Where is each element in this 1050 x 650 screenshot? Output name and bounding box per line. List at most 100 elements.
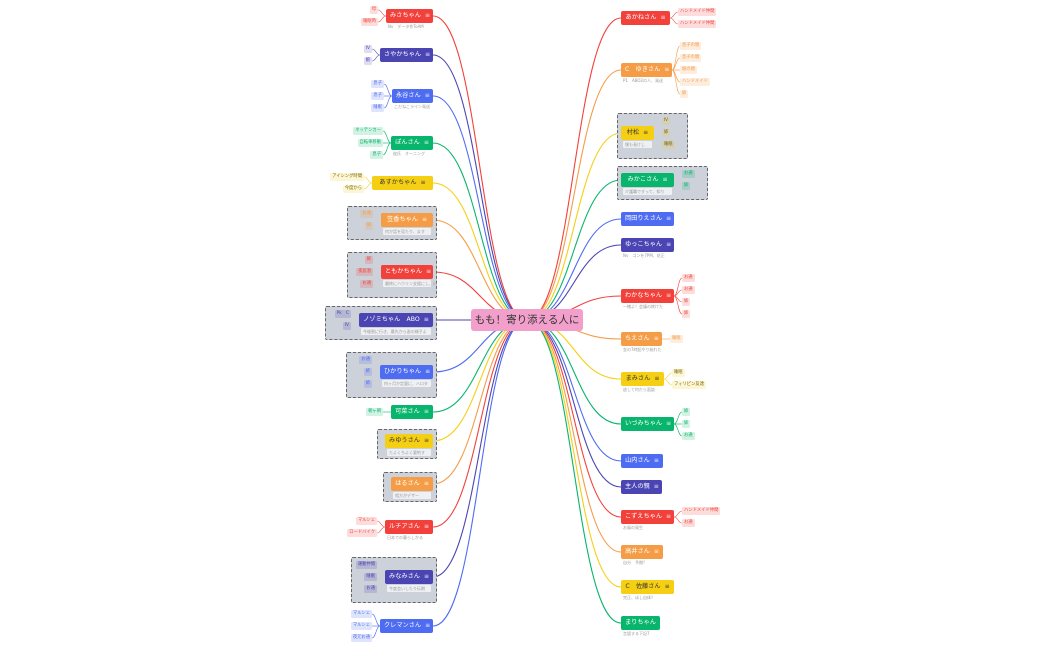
topic-right-9[interactable]: いづみちゃん≡ — [621, 417, 674, 431]
tag-link-right-0-1 — [669, 17, 679, 25]
topic-right-1[interactable]: C ゆきさん≡ — [621, 63, 672, 77]
tag-right-2-0[interactable]: Ⅳ — [662, 117, 670, 125]
tag-right-1-0[interactable]: 息子の親 — [680, 42, 702, 50]
topic-left-2[interactable]: 永谷さん≡ — [392, 89, 433, 103]
tag-left-7-0[interactable]: Pk C — [334, 310, 351, 318]
link-left-4 — [432, 182, 528, 321]
tag-left-13-2[interactable]: お通 — [364, 585, 377, 593]
tag-left-2-0[interactable]: 息子 — [371, 80, 384, 88]
topic-right-14[interactable]: C 佐藤さん≡ — [621, 580, 674, 594]
topic-left-7[interactable]: ノゾミちゃん ABO≡ — [359, 313, 433, 327]
topic-right-5[interactable]: ゆっこちゃん≡ — [621, 238, 674, 252]
topic-label: ちえさん — [625, 335, 650, 342]
tag-left-2-1[interactable]: 息子 — [371, 92, 384, 100]
tag-left-6-0[interactable]: 姉 — [364, 256, 373, 264]
topic-left-4[interactable]: あすかちゃん≡ — [372, 176, 433, 190]
tag-right-8-0[interactable]: 睡眠 — [672, 369, 685, 377]
tag-left-14-0[interactable]: マルシェ — [350, 610, 372, 618]
tag-left-7-1[interactable]: Ⅳ — [343, 322, 351, 330]
tag-left-0-0[interactable]: 母 — [369, 6, 378, 14]
topic-left-0[interactable]: みさちゃん≡ — [386, 9, 433, 23]
tag-left-13-1[interactable]: 睡眠 — [364, 573, 377, 581]
tag-right-9-2[interactable]: お通 — [682, 432, 695, 440]
topic-left-1[interactable]: さやかちゃん≡ — [380, 48, 433, 62]
tag-right-12-1[interactable]: お通 — [682, 519, 695, 527]
topic-left-11[interactable]: はるさん≡ — [391, 477, 433, 491]
tag-right-6-0[interactable]: お通 — [682, 274, 695, 282]
tag-left-12-0[interactable]: マルシェ — [355, 517, 377, 525]
tag-left-12-1[interactable]: ロードバイク — [347, 529, 377, 537]
topic-right-15[interactable]: まりちゃん≡ — [621, 616, 665, 630]
topic-right-10[interactable]: 山内さん≡ — [621, 454, 663, 468]
topic-right-8[interactable]: まみさん≡ — [621, 372, 664, 386]
link-left-9 — [432, 319, 528, 413]
tag-right-7-0[interactable]: 睡眠 — [670, 335, 683, 343]
tag-left-8-2[interactable]: 姉 — [363, 380, 372, 388]
topic-label: いづみちゃん — [625, 420, 663, 427]
tag-right-0-1[interactable]: ハンドメイド仲間 — [678, 20, 717, 28]
tag-left-8-1[interactable]: 姉 — [363, 368, 372, 376]
tag-left-2-2[interactable]: 睡眠 — [371, 104, 384, 112]
tag-left-5-0[interactable]: お通 — [360, 210, 373, 218]
topic-right-2[interactable]: 村松≡ — [621, 126, 654, 140]
tag-left-9-0[interactable]: 朝ヶ朝 — [366, 408, 383, 416]
note-icon: ≡ — [666, 292, 672, 299]
tag-left-6-1[interactable]: 夜居酒 — [356, 268, 373, 276]
topic-right-4[interactable]: 岡田りえさん≡ — [621, 212, 674, 226]
link-right-9 — [526, 319, 622, 425]
tag-right-1-4[interactable]: 姉 — [680, 90, 689, 98]
topic-right-0[interactable]: あかねさん≡ — [621, 11, 670, 25]
note-icon: ≡ — [423, 480, 429, 487]
tag-right-2-1[interactable]: 姉 — [662, 129, 671, 137]
tag-right-0-0[interactable]: ハンドメイド仲間 — [678, 8, 717, 16]
tag-left-5-1[interactable]: 姉 — [364, 222, 373, 230]
topic-right-13[interactable]: 高井さん≡ — [621, 545, 663, 559]
tag-right-9-0[interactable]: 姉 — [682, 408, 691, 416]
topic-left-9[interactable]: 可菜さん≡ — [391, 405, 433, 419]
topic-note-right-14: 完正、ほし自体？ — [623, 595, 655, 600]
tag-right-6-3[interactable]: 姉 — [682, 310, 691, 318]
tag-left-4-0[interactable]: アイシング時間 — [330, 173, 364, 181]
tag-left-14-1[interactable]: マルシェ — [350, 622, 372, 630]
tag-left-14-2[interactable]: 夜元お通 — [350, 634, 372, 642]
tag-left-4-1[interactable]: 今度から — [342, 185, 364, 193]
tag-right-1-1[interactable]: 息子の親 — [680, 54, 702, 62]
tag-right-1-2[interactable]: 娘の親 — [680, 66, 697, 74]
tag-right-9-1[interactable]: 姉 — [682, 420, 691, 428]
central-topic[interactable]: もも！寄り添える人に — [471, 309, 583, 331]
topic-left-10[interactable]: みゆうさん≡ — [385, 434, 433, 448]
tag-link-right-6-3 — [673, 295, 683, 315]
tag-left-13-0[interactable]: 運動仲間 — [355, 561, 377, 569]
note-icon: ≡ — [423, 523, 429, 530]
tag-right-2-2[interactable]: 睡眠 — [662, 141, 675, 149]
tag-left-6-2[interactable]: お通 — [360, 280, 373, 288]
topic-left-5[interactable]: 笠香ちゃん≡ — [381, 213, 433, 227]
tag-right-3-1[interactable]: 姉 — [682, 182, 691, 190]
topic-right-11[interactable]: 主人の親≡ — [621, 480, 662, 494]
topic-right-3[interactable]: みかこさん≡ — [621, 173, 674, 187]
topic-left-13[interactable]: みなみさん≡ — [385, 570, 433, 584]
tag-right-6-1[interactable]: お通 — [682, 286, 695, 294]
tag-left-1-0[interactable]: Ⅳ — [364, 45, 372, 53]
tag-left-8-0[interactable]: お通 — [359, 356, 372, 364]
topic-left-14[interactable]: クレマンさん≡ — [380, 619, 433, 633]
tag-left-3-0[interactable]: ネッテンカー — [353, 127, 383, 135]
topic-left-8[interactable]: ひかりちゃん≡ — [380, 365, 433, 379]
tag-left-3-2[interactable]: 息子 — [370, 151, 383, 159]
topic-left-6[interactable]: ともかちゃん≡ — [381, 265, 433, 279]
topic-left-3[interactable]: ぽんさん≡ — [391, 136, 433, 150]
tag-right-12-0[interactable]: ハンドメイド仲間 — [682, 507, 721, 515]
tag-left-1-1[interactable]: 娘 — [363, 57, 372, 65]
tag-link-right-9-0 — [673, 411, 683, 425]
tag-left-0-1[interactable]: 睡眠時 — [361, 18, 378, 26]
tag-right-3-0[interactable]: お通 — [682, 170, 695, 178]
tag-right-6-2[interactable]: 姉 — [682, 298, 691, 306]
topic-note-left-8: 何ヶ月か定量に、ハロタ — [382, 380, 431, 387]
tag-right-8-1[interactable]: フィリピン友達 — [672, 381, 706, 389]
topic-right-6[interactable]: わかなちゃん≡ — [621, 289, 674, 303]
topic-right-7[interactable]: ちえさん≡ — [621, 332, 662, 346]
topic-right-12[interactable]: こずえちゃん≡ — [621, 510, 674, 524]
tag-left-3-1[interactable]: 自転車移動 — [357, 139, 383, 147]
tag-right-1-3[interactable]: ハンドメイド — [680, 78, 710, 86]
topic-left-12[interactable]: ルチアさん≡ — [385, 520, 433, 534]
